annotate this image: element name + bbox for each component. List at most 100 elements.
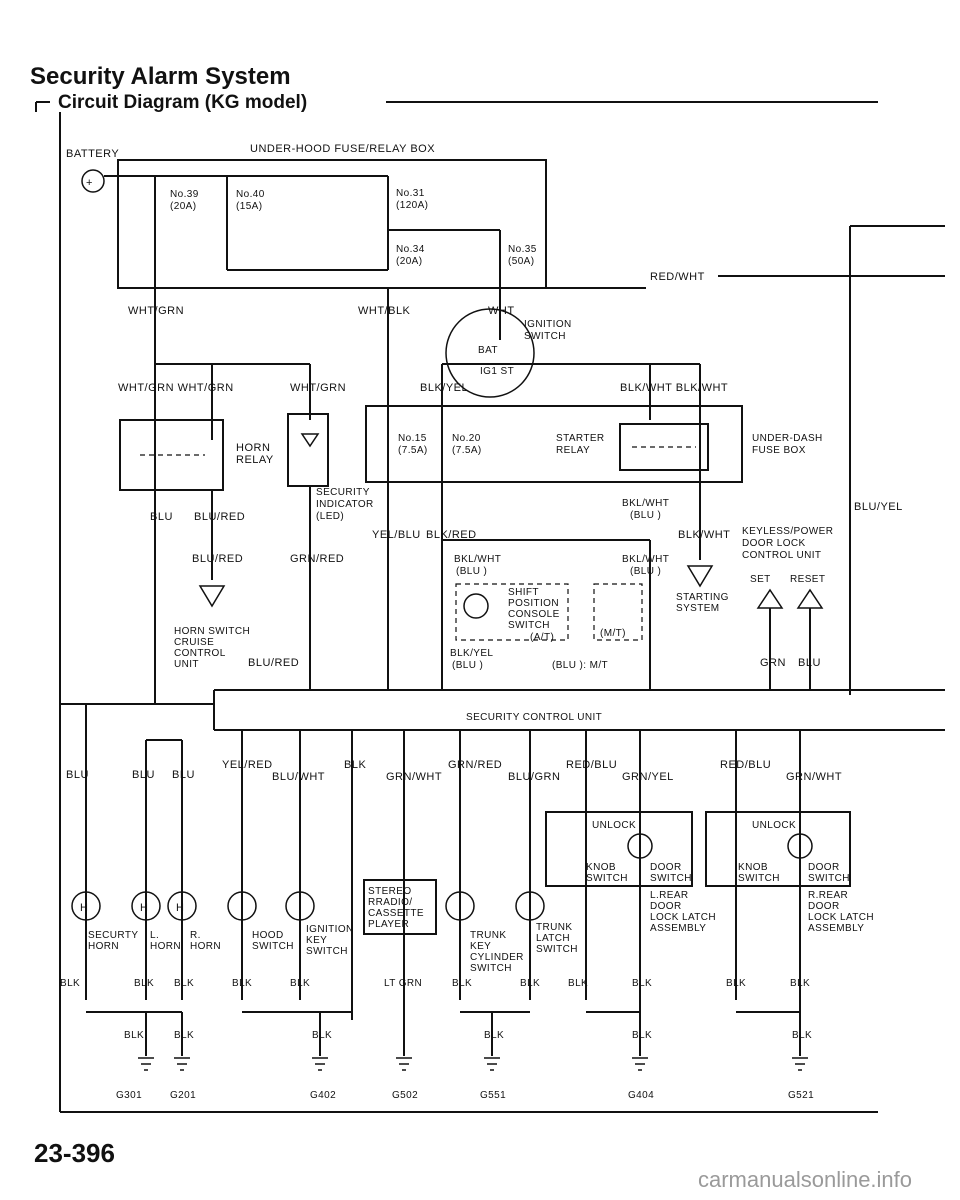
g201-label: G201 — [170, 1090, 196, 1101]
trunkkey-label3: CYLINDER — [470, 952, 524, 963]
at-label: (A/T) — [530, 632, 554, 643]
rrear-latch-box — [705, 811, 851, 887]
unlock1-label: UNLOCK — [592, 820, 636, 831]
trunklatch-label2: LATCH — [536, 933, 570, 944]
fusebox-label: UNDER-HOOD FUSE/RELAY BOX — [250, 143, 435, 155]
blkwht-right-label: BLK/WHT — [678, 529, 730, 541]
blkred-label: BLK/RED — [426, 529, 477, 541]
horn-relay-box — [119, 419, 224, 491]
grnwht-label: GRN/WHT — [386, 771, 442, 783]
blk-label-j: BLK — [726, 978, 746, 989]
grnred-label: GRN/RED — [290, 553, 344, 565]
starter-relay-box — [619, 423, 709, 471]
ground-g201-icon — [174, 1057, 190, 1071]
trunkkey-label1: TRUNK — [470, 930, 506, 941]
shift-label4: SWITCH — [508, 620, 550, 631]
lhorn-label1: L. — [150, 930, 159, 941]
ground-g402-icon — [312, 1057, 328, 1071]
blk-label-m: BLK — [174, 1030, 194, 1041]
shift-switch-symbol — [463, 593, 489, 619]
underdash-fuse-box — [365, 405, 743, 483]
blured-label-2: BLU/RED — [192, 553, 243, 565]
underdash-label: UNDER-DASH — [752, 433, 823, 444]
whtgrn-led-label: WHT/GRN — [290, 382, 346, 394]
sechorn-label2: HORN — [88, 941, 119, 952]
blk-label-f: BLK — [452, 978, 472, 989]
grnwht2-label: GRN/WHT — [786, 771, 842, 783]
sechorn-label1: SECURTY — [88, 930, 138, 941]
yelred-label: YEL/RED — [222, 759, 273, 771]
ground-g551-icon — [484, 1057, 500, 1071]
security-horn-icon — [71, 891, 101, 921]
stereo-label2: RRADIO/ — [368, 897, 412, 908]
blk-label-h: BLK — [568, 978, 588, 989]
blkyel-bottom-label: BLK/YEL — [450, 648, 493, 659]
fuse15-rating: (7.5A) — [398, 445, 428, 456]
blu-label: BLU — [150, 511, 173, 523]
blk-label-i: BLK — [632, 978, 652, 989]
blk-label-k: BLK — [790, 978, 810, 989]
whtblk-label: WHT/BLK — [358, 305, 411, 317]
horn-relay-label2: RELAY — [236, 454, 274, 466]
g502-label: G502 — [392, 1090, 418, 1101]
fuse35-rating: (50A) — [508, 256, 534, 267]
fuse39-number: No.39 — [170, 189, 199, 200]
starting-label2: SYSTEM — [676, 603, 720, 614]
knob1-label2: SWITCH — [586, 873, 628, 884]
fuse20-number: No.20 — [452, 433, 481, 444]
hood-switch-icon — [227, 891, 257, 921]
starter-relay-label2: RELAY — [556, 445, 590, 456]
grn-label: GRN — [760, 657, 786, 669]
bkl-left-label: BKL/WHT — [454, 554, 501, 565]
lhorn-label2: HORN — [150, 941, 181, 952]
redblu2-label: RED/BLU — [720, 759, 771, 771]
stereo-label4: PLAYER — [368, 919, 409, 930]
door2-label2: SWITCH — [808, 873, 850, 884]
watermark: carmanualsonline.info — [698, 1167, 912, 1192]
blkyel-bottom-blu: (BLU ) — [452, 660, 483, 671]
mt-label: (M/T) — [600, 628, 626, 639]
fuse31-rating: (120A) — [396, 200, 428, 211]
set-label: SET — [750, 574, 771, 585]
underhood-fuse-box — [117, 159, 547, 289]
fuse20-rating: (7.5A) — [452, 445, 482, 456]
led-label2: INDICATOR — [316, 499, 374, 510]
page-subtitle: Circuit Diagram (KG model) — [58, 92, 307, 113]
rrear-label4: ASSEMBLY — [808, 923, 864, 934]
yelblu-label: YEL/BLU — [372, 529, 421, 541]
bkl-left-blu: (BLU ) — [456, 566, 487, 577]
lhorn-h: H — [140, 902, 148, 914]
blkyel-label: BLK/YEL — [420, 382, 468, 394]
lrear-door-switch-icon — [627, 833, 653, 859]
page-number: 23-396 — [34, 1138, 115, 1168]
trunklatch-label3: SWITCH — [536, 944, 578, 955]
lhorn-icon — [131, 891, 161, 921]
horn-relay-label: HORN — [236, 442, 270, 454]
rhorn-label1: R. — [190, 930, 201, 941]
security-horn-h: H — [80, 902, 88, 914]
blu3-label: BLU — [66, 769, 89, 781]
underdash-label2: FUSE BOX — [752, 445, 806, 456]
starting-label1: STARTING — [676, 592, 729, 603]
keyless-label1: KEYLESS/POWER — [742, 526, 833, 537]
shift-switch-at-box — [455, 583, 569, 641]
blk-label-l: BLK — [124, 1030, 144, 1041]
fuse34-number: No.34 — [396, 244, 425, 255]
ground-g502-icon — [396, 1057, 412, 1071]
keyless-label2: DOOR LOCK — [742, 538, 806, 549]
horn-switch-label4: UNIT — [174, 659, 199, 670]
blk-label-o: BLK — [484, 1030, 504, 1041]
stereo-box — [363, 879, 437, 935]
ground-g301-icon — [138, 1057, 154, 1071]
blkwht-pair-label: BLK/WHT BLK/WHT — [620, 382, 728, 394]
blu-right-label: BLU — [798, 657, 821, 669]
ignition-key-switch-icon — [285, 891, 315, 921]
rrear-label3: LOCK LATCH — [808, 912, 874, 923]
battery-symbol — [81, 169, 105, 193]
trunklatch-label1: TRUNK — [536, 922, 572, 933]
bkl-right-blu: (BLU ) — [630, 566, 661, 577]
blured-label-3: BLU/RED — [248, 657, 299, 669]
door2-label: DOOR — [808, 862, 840, 873]
blk-label-c: BLK — [174, 978, 194, 989]
rrear-label2: DOOR — [808, 901, 840, 912]
